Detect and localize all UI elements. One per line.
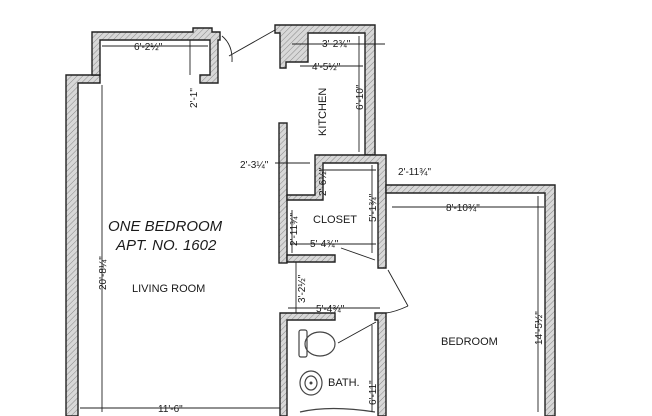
tub-icon: [299, 407, 376, 413]
room-label-bath: BATH.: [328, 377, 360, 389]
room-label-bedroom: BEDROOM: [441, 336, 498, 348]
dim-kitchen-length: 6'-10": [355, 84, 366, 110]
room-label-kitchen: KITCHEN: [317, 88, 329, 136]
closet-door: [340, 247, 409, 314]
dim-kitchen-opening: 2'-3¼": [240, 159, 269, 171]
dim-bedroom-width: 8'-10¾": [446, 203, 480, 214]
dim-closet-side: 2'-11¾": [289, 212, 300, 246]
room-label-living: LIVING ROOM: [132, 283, 205, 295]
plan-title-line1: ONE BEDROOM: [108, 218, 223, 235]
dim-living-length: 20'-8¼": [97, 256, 109, 290]
dim-bedroom-length: 14'-5½": [534, 311, 545, 345]
toilet-icon: [298, 329, 336, 358]
bedroom-walls: [385, 184, 556, 416]
plan-title-line2: APT. NO. 1602: [115, 237, 217, 254]
dim-closet-width: 5'-4¾": [310, 239, 339, 250]
living-room-walls: [65, 27, 221, 416]
dim-closet-top: 2'-11¾": [398, 167, 432, 178]
room-label-closet: CLOSET: [313, 214, 357, 226]
dimension-labels: 6'-2½" 2'-1" 3'-2¾" 4'-5½" 6'-10" 2'-3¼"…: [97, 39, 545, 415]
dim-alcove-width: 6'-2½": [134, 42, 163, 53]
dim-closet-notch: 2'-6½": [318, 167, 329, 196]
closet-walls: [286, 154, 387, 269]
dim-kitchen-counter: 4'-5½": [312, 62, 341, 73]
entry-door: [221, 29, 276, 63]
dim-kitchen-top: 3'-2¾": [322, 39, 351, 50]
dim-hall: 3'-2½": [297, 274, 308, 303]
dimension-lines: [80, 36, 544, 412]
dim-bath-width: 5'-4¾": [316, 304, 345, 315]
dim-closet-height: 5'-1¾": [368, 193, 379, 222]
dim-living-width: 11'-6": [158, 404, 183, 415]
sink-icon: [299, 370, 323, 396]
dim-alcove-depth: 2'-1": [189, 88, 200, 108]
bath-walls: [279, 312, 387, 416]
dim-bath-length: 6'-11": [368, 380, 379, 405]
